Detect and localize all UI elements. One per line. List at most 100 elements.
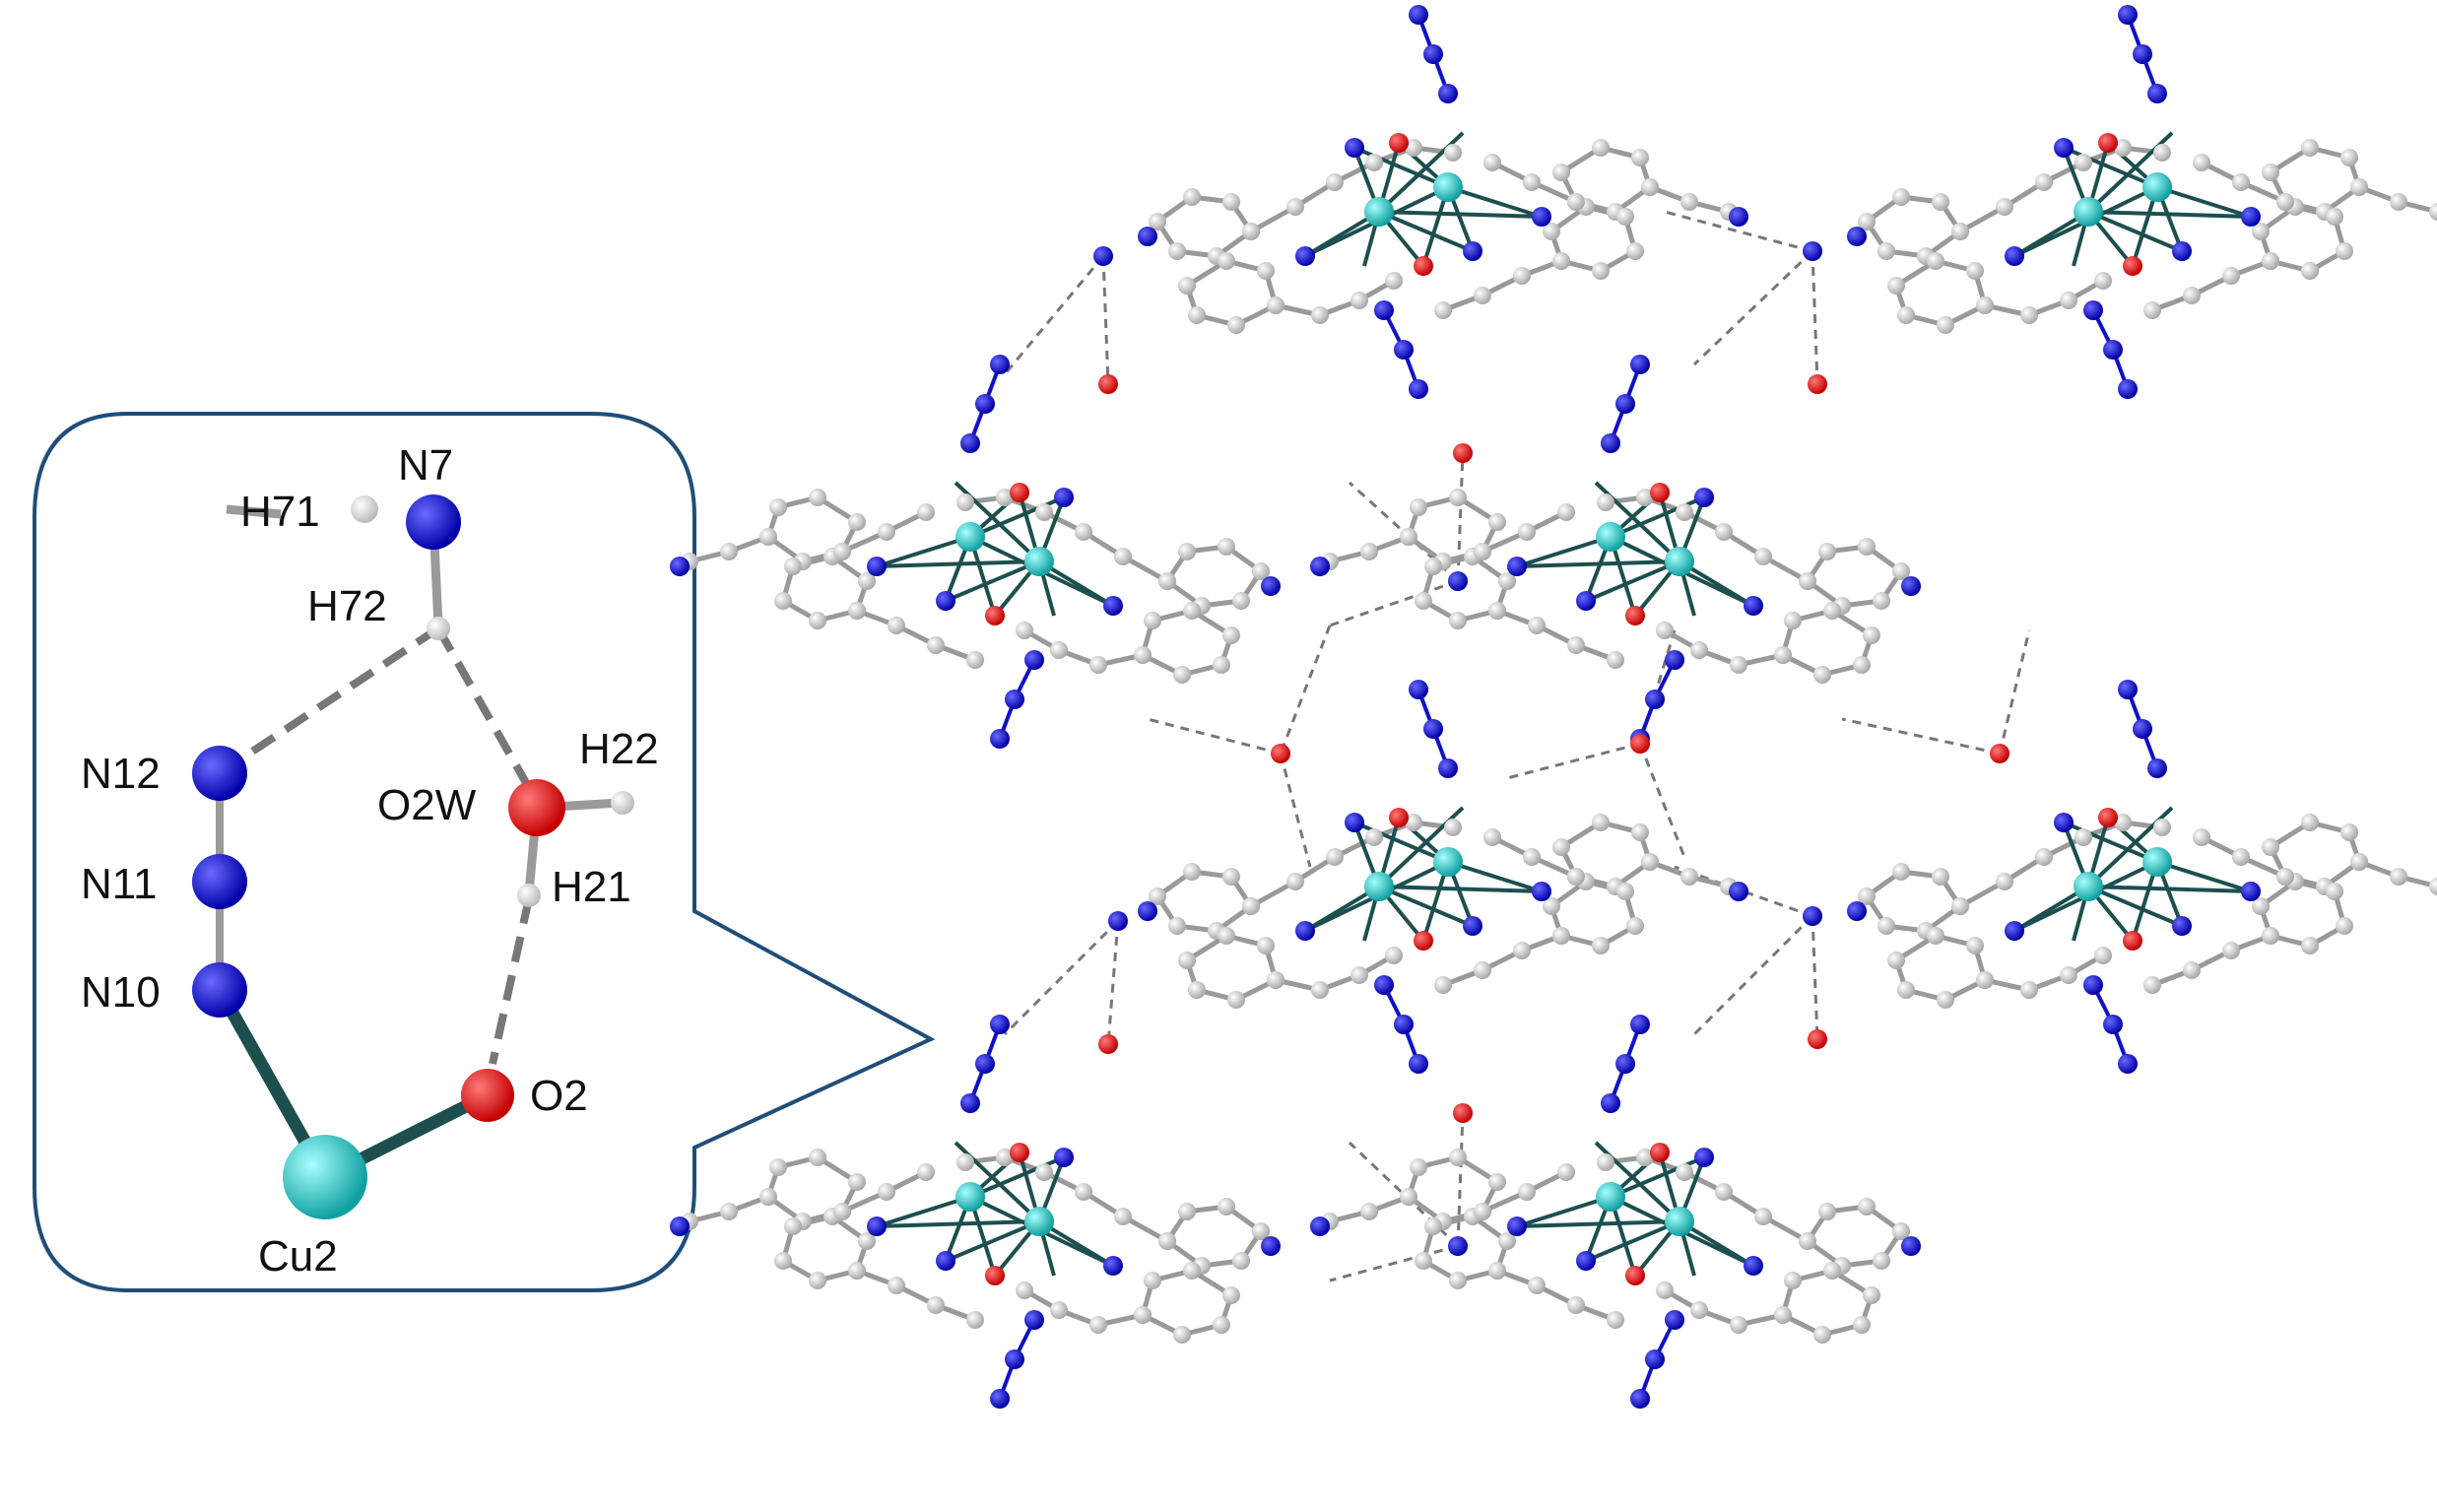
nitrogen-atom	[990, 355, 1010, 374]
nitrogen-atom	[1729, 882, 1748, 901]
packing-bonds	[689, 14, 2437, 1400]
nitrogen-atom	[2118, 1054, 2138, 1074]
nitrogen-atom	[1645, 690, 1665, 709]
hydrogen-bond	[1147, 717, 1282, 756]
carbon-atom	[858, 1232, 876, 1250]
carbon-atom	[1188, 306, 1206, 324]
carbon-atom	[1730, 1316, 1747, 1334]
copper-atom	[1596, 522, 1625, 552]
carbon-atom	[927, 636, 945, 654]
oxygen-atom	[985, 1266, 1005, 1285]
carbon-atom	[1518, 523, 1536, 541]
cu-bond	[1516, 1195, 1612, 1228]
carbon-atom	[2252, 897, 2270, 915]
copper-atom	[2074, 872, 2103, 901]
carbon-atom	[2153, 819, 2171, 836]
carbon-atom	[809, 612, 826, 629]
cu-bond	[2063, 146, 2158, 189]
carbon-atom	[1641, 178, 1659, 196]
carbon-atom	[1552, 164, 1570, 181]
carbon-atom	[1474, 543, 1491, 560]
nitrogen-atom	[1645, 1349, 1665, 1369]
nitrogen-atom	[1601, 1093, 1620, 1113]
nitrogen-atom	[1409, 5, 1428, 25]
carbon-atom	[1892, 188, 1910, 206]
carbon-atom	[1863, 1286, 1880, 1304]
nitrogen-atom	[1261, 1236, 1281, 1256]
carbon-atom	[1567, 193, 1585, 211]
carbon-atom	[966, 1311, 984, 1329]
carbon-atom	[1227, 991, 1245, 1009]
cu-bond	[1353, 146, 1449, 189]
carbon-atom	[1774, 646, 1792, 664]
cu-bond	[1516, 535, 1612, 568]
label-cu2: Cu2	[258, 1232, 338, 1281]
carbon-atom	[1528, 617, 1546, 634]
carbon-atom	[1488, 513, 1506, 531]
carbon-atom	[2183, 287, 2201, 304]
carbon-atom	[2143, 976, 2161, 994]
carbon-atom	[1557, 1163, 1575, 1181]
oxygen-atom	[1010, 1143, 1029, 1162]
carbon-atom	[1350, 292, 1368, 309]
carbon-atom	[1286, 873, 1304, 890]
carbon-atom	[1715, 523, 1733, 541]
carbon-atom	[1350, 966, 1368, 984]
carbon-atom	[1513, 267, 1531, 285]
carbon-atom	[1498, 1232, 1516, 1250]
nitrogen-atom	[2103, 1015, 2123, 1034]
carbon-atom	[1518, 1183, 1536, 1201]
carbon-atom	[1690, 1301, 1708, 1319]
carbon-atom	[1242, 223, 1260, 240]
oxygen-atom	[2123, 931, 2142, 951]
carbon-atom	[2276, 868, 2294, 886]
carbon-atom	[1188, 981, 1206, 999]
carbon-atom	[1218, 252, 1235, 270]
carbon-atom	[2060, 966, 2077, 984]
carbon-atom	[927, 1296, 945, 1314]
nitrogen-atom	[2172, 241, 2192, 261]
carbon-atom	[1897, 981, 1915, 999]
carbon-atom	[1818, 543, 1836, 560]
cu-bond	[969, 1155, 1065, 1199]
carbon-atom	[809, 489, 826, 506]
packing-hydrogen-bonds	[1003, 210, 2031, 1282]
oxygen-atom	[1650, 1143, 1670, 1162]
label-n11: N11	[81, 860, 157, 908]
carbon-atom	[1513, 942, 1531, 959]
label-h72: H72	[307, 582, 387, 630]
nitrogen-atom	[1423, 44, 1443, 64]
carbon-atom	[1754, 548, 1772, 565]
carbon-atom	[1257, 262, 1275, 280]
carbon-atom	[1149, 213, 1166, 230]
cu-bond	[945, 1219, 1040, 1263]
nitrogen-atom	[1601, 433, 1620, 453]
carbon-atom	[2060, 292, 2077, 309]
carbon-atom	[2429, 878, 2437, 895]
oxygen-atom	[1650, 483, 1670, 502]
nitrogen-atom	[1803, 906, 1822, 926]
nitrogen-atom	[1024, 1310, 1044, 1330]
carbon-atom	[1966, 262, 1984, 280]
carbon-atom	[848, 1262, 866, 1280]
h21-atom	[517, 884, 541, 907]
carbon-atom	[2301, 262, 2319, 280]
carbon-atom	[1877, 242, 1895, 260]
carbon-atom	[1592, 139, 1610, 157]
carbon-atom	[1873, 1252, 1890, 1270]
carbon-atom	[2429, 203, 2437, 221]
carbon-atom	[1996, 873, 2013, 890]
hydrogen-bond	[1692, 249, 1814, 366]
carbon-atom	[809, 1149, 826, 1166]
carbon-atom	[1597, 1153, 1614, 1171]
label-h71: H71	[240, 488, 320, 536]
carbon-atom	[1567, 636, 1585, 654]
nitrogen-atom	[1138, 901, 1157, 921]
copper-atom	[1433, 172, 1463, 202]
nitrogen-atom	[1665, 1310, 1684, 1330]
carbon-atom	[1222, 1286, 1240, 1304]
carbon-atom	[1168, 242, 1186, 260]
cu-bond	[1447, 860, 1543, 893]
carbon-atom	[1434, 301, 1452, 319]
nitrogen-atom	[1310, 557, 1330, 576]
